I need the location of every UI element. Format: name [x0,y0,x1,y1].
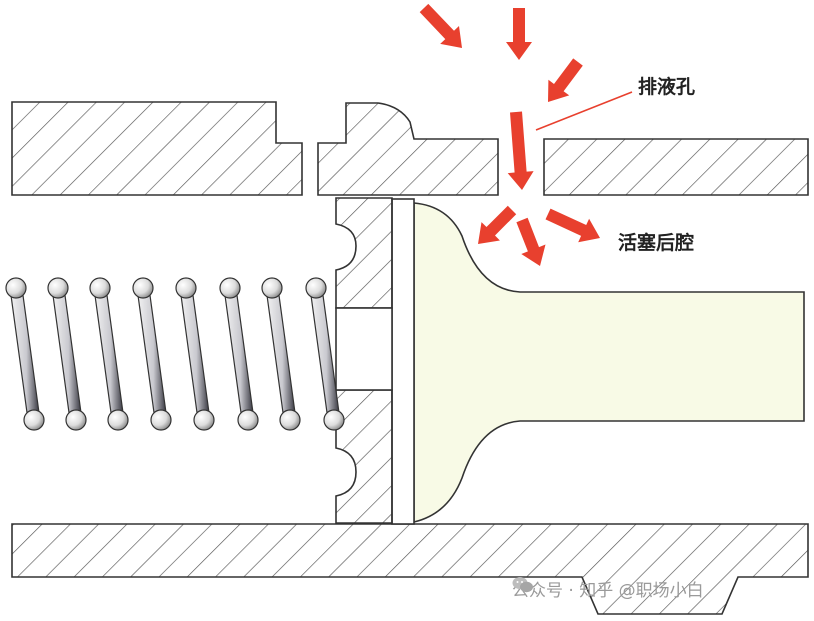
housing-bottom [11,523,809,615]
flow-arrow [506,8,532,60]
spring-coil [132,277,172,431]
piston-flange-lower [335,389,393,524]
spring-coil [219,277,259,431]
housing-top-left [11,101,303,196]
watermark: 公众号 · 知乎 @职场小白 [512,576,704,601]
drain-hole-leader [535,91,633,131]
fluid-body [413,202,805,524]
piston-disc [391,198,415,525]
housing-top-middle [317,102,499,196]
wechat-icon [512,577,533,593]
flow-arrow [516,217,546,266]
spring [5,277,345,431]
spring-coil [305,277,345,431]
flow-arrow [507,111,534,190]
drain-hole-label: 排液孔 [638,76,696,98]
flow-arrow [419,3,462,48]
spring-coil [47,277,87,431]
flow-arrow [478,205,517,244]
watermark-text: 公众号 · 知乎 @职场小白 [512,581,704,601]
spring-coil [5,277,45,431]
piston-flange-upper [335,197,393,309]
housing-top-right [543,138,809,196]
piston-back-chamber-label: 活塞后腔 [618,232,695,254]
flow-arrow [545,208,600,243]
piston-hub [335,307,393,391]
spring-coil [89,277,129,431]
spring-coil [261,277,301,431]
flow-arrows [419,3,600,266]
spring-coil [175,277,215,431]
flow-arrow [548,58,583,102]
